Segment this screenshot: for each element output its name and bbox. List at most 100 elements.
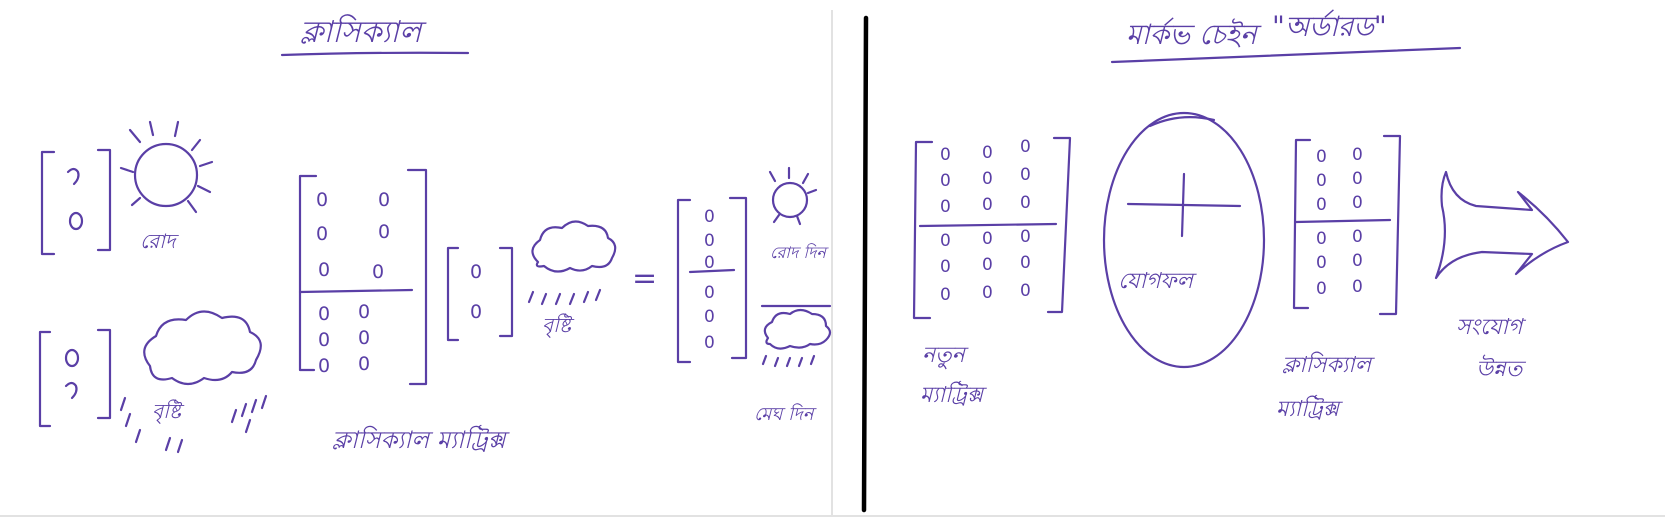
svg-text:0: 0 (1352, 227, 1363, 247)
left-title-underline (280, 51, 470, 57)
svg-text:0: 0 (358, 353, 370, 375)
svg-text:0: 0 (704, 253, 715, 273)
cloud-icon-result (763, 308, 832, 350)
svg-text:0: 0 (470, 261, 482, 283)
svg-text:0: 0 (1316, 147, 1327, 167)
matrix-caption: ক্লাসিক্যাল ম্যাট্রিক্স (332, 424, 510, 454)
plus-operator: যোগফল (1102, 111, 1266, 369)
svg-text:0: 0 (940, 145, 951, 165)
bracket-left (446, 246, 460, 342)
svg-text:0: 0 (704, 333, 715, 353)
right-panel: মার্কভ চেইন "অর্ডারড" 0 0 0 0 0 0 0 0 0 0 0 0 0 0… (912, 9, 1570, 422)
bracket-right (96, 148, 112, 252)
svg-text:0: 0 (1352, 277, 1363, 297)
digit-zero (68, 211, 84, 231)
svg-text:0: 0 (1316, 171, 1327, 191)
bracket-right (498, 246, 514, 338)
sun-label: রোদ (140, 229, 180, 253)
matrix-divider (918, 222, 1058, 228)
oval-overstroke (1148, 116, 1216, 128)
svg-text:0: 0 (982, 195, 993, 215)
svg-text:0: 0 (1020, 253, 1031, 273)
svg-text:0: 0 (1020, 281, 1031, 301)
svg-text:0: 0 (1020, 137, 1031, 157)
bracket-left (298, 174, 318, 372)
rain-label: বৃষ্টি (152, 399, 185, 424)
svg-text:0: 0 (704, 231, 715, 251)
right-title-quote: "অর্ডারড" (1272, 9, 1387, 43)
equals-sign: = (632, 261, 657, 296)
svg-text:0: 0 (982, 229, 993, 249)
rain-icon (119, 394, 268, 454)
matrix-divider (1294, 218, 1392, 224)
svg-text:0: 0 (982, 143, 993, 163)
right-title: মার্কভ চেইন (1126, 17, 1262, 51)
bracket-right (96, 328, 112, 420)
arrow-caption-1: সংযোগ (1456, 315, 1527, 340)
bracket-left (40, 150, 56, 256)
bracket-right (406, 168, 428, 386)
svg-text:0: 0 (1316, 229, 1327, 249)
svg-text:0: 0 (1020, 193, 1031, 213)
svg-text:0: 0 (378, 189, 390, 211)
rain-icon-result (761, 354, 816, 368)
svg-text:0: 0 (1352, 145, 1363, 165)
bracket-left (912, 140, 934, 320)
panel-divider (861, 15, 869, 513)
plus-icon (1126, 172, 1242, 238)
svg-text:0: 0 (358, 301, 370, 323)
svg-text:0: 0 (1316, 195, 1327, 215)
rain-state-vector (38, 328, 112, 428)
plus-caption: যোগফল (1118, 269, 1197, 294)
svg-text:0: 0 (1020, 165, 1031, 185)
svg-text:0: 0 (316, 189, 328, 211)
sun-state-vector (40, 148, 112, 256)
classical-matrix-caption-1: ক্লাসিক্যাল (1282, 351, 1376, 378)
result-label-top: রোদ দিন (770, 243, 829, 262)
arrow-caption-2: উন্নত (1476, 354, 1527, 382)
svg-text:0: 0 (1352, 193, 1363, 213)
bracket-right (728, 196, 748, 360)
svg-text:0: 0 (940, 231, 951, 251)
new-matrix-caption-2: ম্যাট্রিক্স (920, 380, 988, 408)
svg-text:0: 0 (372, 261, 384, 283)
cloud-icon-small (531, 220, 617, 273)
svg-text:0: 0 (982, 169, 993, 189)
svg-text:0: 0 (378, 221, 390, 243)
new-matrix-caption-1: নতুন (922, 343, 969, 369)
svg-text:0: 0 (704, 283, 715, 303)
bracket-left (676, 198, 692, 364)
svg-text:0: 0 (704, 207, 715, 227)
bracket-right (1046, 136, 1072, 314)
digit-zero (64, 348, 80, 368)
cloud-icon (143, 310, 262, 386)
digit-one (64, 381, 78, 400)
svg-text:0: 0 (1352, 251, 1363, 271)
svg-text:0: 0 (704, 307, 715, 327)
svg-text:0: 0 (470, 301, 482, 323)
result-label-bottom: মেঘ দিন (754, 403, 817, 425)
svg-text:0: 0 (1316, 279, 1327, 299)
svg-text:0: 0 (358, 327, 370, 349)
plus-oval (1102, 111, 1266, 369)
svg-text:0: 0 (318, 259, 330, 281)
sun-icon-small (768, 166, 818, 226)
result-vector: 0 0 0 0 0 0 (676, 196, 748, 364)
bracket-left (38, 330, 52, 428)
rain-label-small: বৃষ্টি (542, 313, 575, 338)
svg-text:0: 0 (940, 257, 951, 277)
svg-text:0: 0 (1352, 169, 1363, 189)
vector-divider (688, 268, 736, 274)
svg-text:0: 0 (318, 329, 330, 351)
svg-text:0: 0 (940, 285, 951, 305)
small-state-vector: 0 0 (446, 246, 514, 342)
matrix-divider (298, 288, 414, 294)
svg-text:0: 0 (982, 283, 993, 303)
rain-icon-small (527, 288, 602, 306)
bracket-right (1378, 134, 1402, 316)
left-title: ক্লাসিক্যাল (300, 14, 427, 50)
